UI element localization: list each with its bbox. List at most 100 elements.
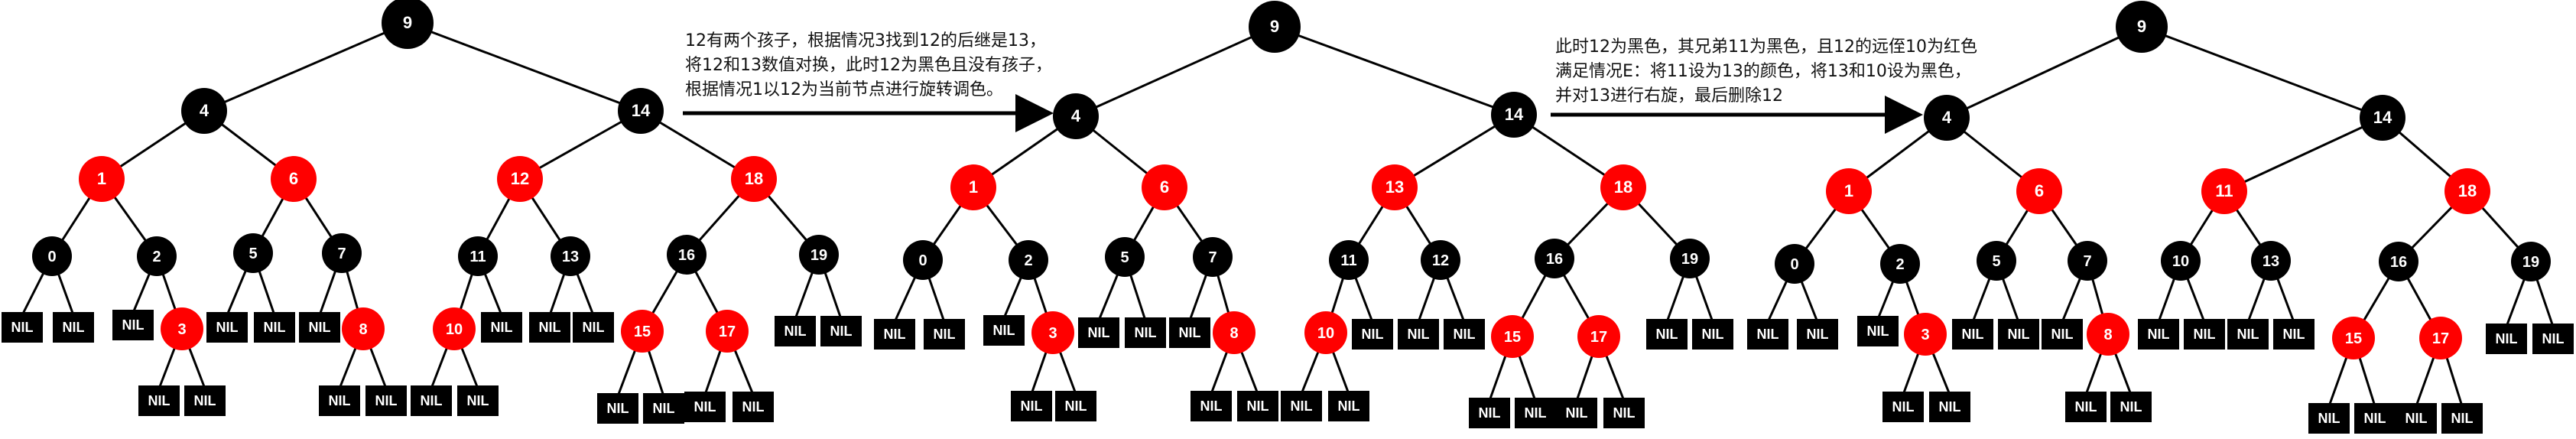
red-node-circle (79, 156, 125, 202)
tree-1-nil-leaf: NIL (112, 310, 154, 340)
node-label: 18 (745, 169, 763, 188)
tree-2-node-17: 17 (1577, 315, 1620, 358)
node-label: 3 (1048, 325, 1057, 342)
tree-2-node-2: 2 (1009, 240, 1048, 280)
nil-box (481, 312, 522, 343)
nil-box (112, 310, 154, 340)
tree-2-node-16: 16 (1535, 239, 1574, 278)
nil-label: NIL (2318, 411, 2340, 426)
node-label: 14 (1505, 105, 1524, 124)
nil-box (775, 316, 816, 346)
tree-1-edge-14-12 (519, 109, 642, 180)
tree-3-nil-leaf: NIL (2532, 324, 2574, 354)
nil-box (529, 312, 570, 343)
tree-3-node-9: 9 (2116, 1, 2168, 53)
tree-3-edge-9-14 (2141, 25, 2383, 119)
nil-label: NIL (1338, 398, 1360, 414)
tree-3-node-5: 5 (1977, 241, 2016, 281)
tree-3-node-3: 3 (1904, 313, 1947, 356)
node-label: 6 (1160, 177, 1169, 197)
nil-label: NIL (694, 399, 716, 415)
node-label: 6 (289, 169, 298, 188)
tree-3-nil-leaf: NIL (2308, 403, 2350, 434)
nil-label: NIL (491, 320, 513, 335)
tree-2-node-9: 9 (1249, 1, 1301, 53)
black-node-circle (1491, 92, 1537, 138)
red-node-circle (950, 164, 996, 210)
red-node-circle (342, 307, 385, 350)
tree-2-edge-9-14 (1274, 25, 1515, 116)
tree-3-nil-leaf: NIL (1952, 319, 1993, 350)
tree-1-nil-leaf: NIL (597, 393, 638, 424)
nil-box (1169, 317, 1210, 348)
node-label: 17 (2432, 330, 2449, 347)
tree-2-nil-leaf: NIL (1398, 319, 1439, 350)
nil-label: NIL (1454, 327, 1476, 342)
nil-label: NIL (2148, 327, 2170, 342)
nil-box (2065, 392, 2107, 422)
nil-label: NIL (607, 401, 629, 416)
node-label: 9 (1270, 17, 1279, 36)
node-label: 1 (969, 177, 978, 197)
nil-box (643, 393, 684, 424)
red-node-circle (2087, 313, 2129, 356)
node-label: 19 (2522, 254, 2539, 271)
node-label: 5 (1120, 249, 1129, 266)
black-node-circle (181, 88, 227, 134)
black-node-circle (32, 236, 72, 276)
tree-1-nil-leaf: NIL (411, 385, 452, 416)
tree-2-nil-leaf: NIL (1055, 391, 1096, 421)
tree-1-nil-leaf: NIL (529, 312, 570, 343)
red-node-circle (2016, 168, 2062, 214)
black-node-circle (1193, 237, 1233, 277)
tree-1-nil-leaf: NIL (684, 392, 726, 422)
node-label: 5 (1992, 253, 2000, 270)
nil-box (1125, 317, 1166, 348)
tree-1-nil-leaf: NIL (820, 316, 862, 346)
node-label: 8 (1230, 325, 1238, 342)
tree-3-node-8: 8 (2087, 313, 2129, 356)
caption-step-1: 12有两个孩子，根据情况3找到12的后继是13， 将12和13数值对换，此时12… (685, 29, 1052, 102)
node-label: 19 (810, 247, 827, 264)
node-label: 16 (678, 247, 695, 264)
black-node-circle (322, 233, 362, 273)
tree-3-nil-leaf: NIL (2354, 403, 2396, 434)
tree-3-node-19: 19 (2511, 242, 2551, 281)
tree-2-nil-leaf: NIL (1011, 391, 1052, 421)
tree-1-node-0: 0 (32, 236, 72, 276)
black-node-circle (1329, 240, 1369, 280)
nil-box (254, 312, 295, 343)
tree-2-node-12: 12 (1421, 240, 1460, 280)
red-node-circle (1142, 164, 1187, 210)
red-node-circle (1491, 315, 1534, 358)
tree-1-node-16: 16 (667, 235, 707, 275)
nil-box (2354, 403, 2396, 434)
nil-label: NIL (148, 393, 171, 408)
nil-label: NIL (194, 393, 216, 408)
tree-1-node-6: 6 (271, 156, 317, 202)
nil-box (733, 392, 774, 422)
tree-3-node-11: 11 (2201, 168, 2247, 214)
node-label: 3 (177, 321, 186, 338)
red-node-circle (497, 156, 543, 202)
nil-box (1952, 319, 1993, 350)
nil-label: NIL (1702, 327, 1724, 342)
node-label: 11 (2215, 181, 2233, 200)
node-label: 16 (1546, 251, 1563, 268)
red-node-circle (706, 310, 749, 353)
nil-box (573, 312, 614, 343)
nil-label: NIL (1525, 405, 1547, 421)
nil-label: NIL (1088, 325, 1110, 340)
node-label: 6 (2035, 181, 2044, 200)
nil-box (684, 392, 726, 422)
node-label: 4 (1071, 106, 1081, 125)
nil-box (924, 319, 965, 350)
nil-label: NIL (329, 393, 351, 408)
node-label: 10 (2172, 253, 2189, 270)
node-label: 18 (2458, 181, 2477, 200)
tree-1-node-10: 10 (433, 307, 476, 350)
black-node-circle (1249, 1, 1301, 53)
tree-3-node-6: 6 (2016, 168, 2062, 214)
node-label: 8 (359, 321, 367, 338)
